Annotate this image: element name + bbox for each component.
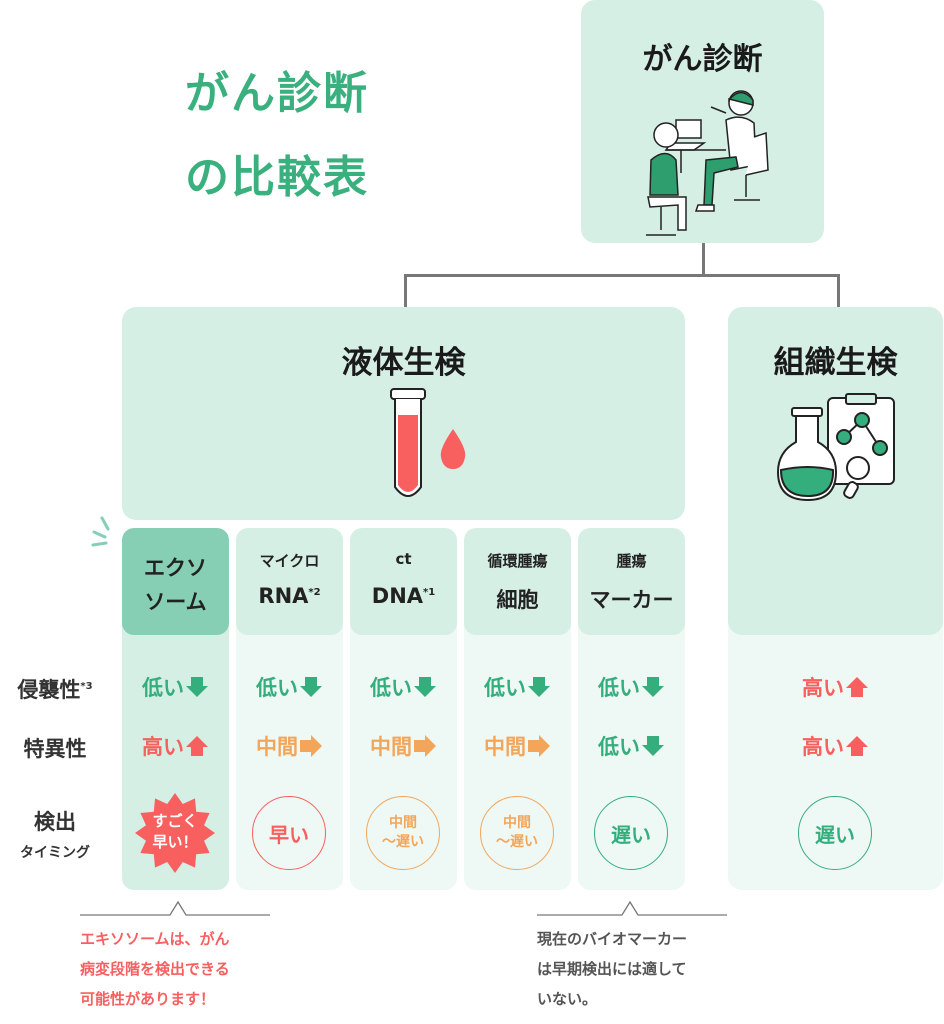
lab-flask-clipboard-icon: [776, 393, 895, 502]
arrow-up-icon: [186, 736, 208, 756]
arrow-down-icon: [186, 677, 208, 697]
timing-badge: 中間～遅い: [366, 796, 440, 870]
sparkle-lines-icon: [91, 516, 110, 547]
arrow-up-icon: [846, 677, 868, 697]
method-column: 腫瘍マーカー低い低い遅い: [578, 528, 685, 890]
arrow-down-icon: [300, 677, 322, 697]
method-column: エクソソーム低い高いすごく早い！: [122, 528, 229, 890]
tissue-biopsy-title: 組織生検: [773, 345, 898, 381]
rating-value: 中間: [236, 731, 343, 761]
test-tube-blood-icon: [390, 388, 466, 497]
arrow-right-icon: [528, 735, 550, 757]
rating-value: 低い: [236, 672, 343, 702]
row-label-timing-sub: タイミング: [20, 845, 90, 861]
rating-value: 高い: [122, 731, 229, 761]
timing-badge-starburst: すごく早い！: [133, 791, 217, 875]
connector-line: [837, 274, 840, 307]
timing-badge: 遅い: [594, 796, 668, 870]
arrow-right-icon: [414, 735, 436, 757]
rating-value: 低い: [350, 672, 457, 702]
rating-value: 低い: [578, 731, 685, 761]
method-column: 循環腫瘍細胞低い中間中間～遅い: [464, 528, 571, 890]
method-header: 循環腫瘍細胞: [464, 528, 571, 635]
rating-value: 中間: [350, 731, 457, 761]
arrow-down-icon: [414, 677, 436, 697]
page-title: がん診断 の比較表: [185, 68, 369, 203]
callout-pointer: [80, 900, 270, 916]
row-label-specificity: 特異性: [23, 737, 87, 761]
rating-value: 高い: [728, 731, 943, 761]
row-label-invasiveness: 侵襲性*3: [17, 678, 93, 702]
tissue-biopsy-column: 組織生検: [728, 307, 943, 890]
rating-value: 低い: [578, 672, 685, 702]
connector-line: [404, 274, 407, 307]
arrow-down-icon: [642, 736, 664, 756]
timing-badge: 中間～遅い: [480, 796, 554, 870]
rating-value: 高い: [728, 672, 943, 702]
arrow-down-icon: [528, 677, 550, 697]
marker-note: 現在のバイオマーカーは早期検出には適していない。: [537, 930, 688, 1008]
rating-value: 低い: [122, 672, 229, 702]
cancer-diagnosis-title: がん診断: [642, 42, 763, 77]
rating-value: 中間: [464, 731, 571, 761]
timing-badge: 早い: [252, 796, 326, 870]
exosome-note: エキソソームは、がん病変段階を検出できる可能性があります！: [80, 930, 230, 1008]
arrow-down-icon: [642, 677, 664, 697]
arrow-up-icon: [846, 736, 868, 756]
cancer-diagnosis-box: がん診断: [581, 0, 824, 243]
connector-line: [404, 274, 840, 277]
liquid-biopsy-title: 液体生検: [341, 345, 466, 381]
tissue-values: 高い高い遅い: [728, 528, 943, 890]
row-label-timing: 検出: [34, 810, 76, 834]
callout-pointer: [537, 900, 727, 916]
arrow-right-icon: [300, 735, 322, 757]
connector-line: [702, 243, 705, 277]
timing-badge: 遅い: [798, 796, 872, 870]
method-header: エクソソーム: [122, 528, 229, 635]
rating-value: 低い: [464, 672, 571, 702]
doctor-consultation-illustration: [646, 90, 769, 236]
method-header: 腫瘍マーカー: [578, 528, 685, 635]
starburst-icon: [135, 793, 215, 873]
liquid-biopsy-box: 液体生検: [122, 307, 685, 520]
